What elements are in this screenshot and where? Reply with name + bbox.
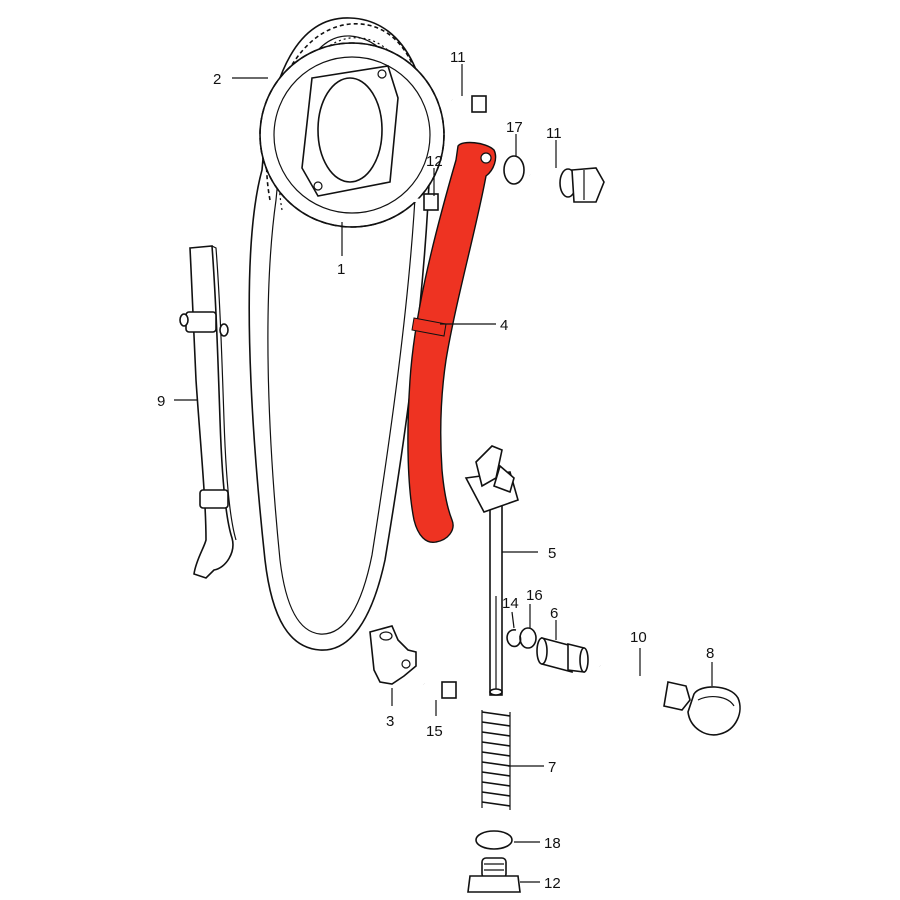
label-part-12b: 12 — [426, 153, 443, 170]
label-part-17: 16 — [526, 587, 543, 604]
pivot-bolt[interactable] — [529, 167, 605, 203]
label-part-15: 17 — [506, 119, 523, 136]
label-part-10: 10 — [630, 629, 647, 646]
leader-lines — [174, 64, 713, 883]
label-part-11: 11 — [546, 125, 562, 142]
o-ring[interactable] — [503, 155, 525, 185]
sealing-plug[interactable] — [467, 857, 521, 893]
label-part-8: 8 — [706, 645, 714, 662]
label-part-12a: 11 — [450, 49, 466, 66]
label-part-7: 7 — [548, 759, 556, 776]
cam-sprocket[interactable] — [259, 42, 445, 228]
chain-guide[interactable] — [179, 245, 237, 579]
part-labels: 2 1 11 12 17 11 4 9 5 14 16 6 10 8 3 15 … — [157, 49, 714, 892]
label-part-2: 2 — [213, 71, 221, 88]
label-part-6: 6 — [550, 605, 558, 622]
cap[interactable] — [687, 686, 741, 736]
adjuster-sleeve[interactable] — [536, 636, 589, 674]
label-part-14: 14 — [502, 595, 519, 612]
label-part-9: 9 — [157, 393, 165, 410]
label-part-1: 1 — [337, 261, 345, 278]
sprocket-bolt-upper[interactable] — [451, 95, 487, 113]
tensioner-slipper[interactable] — [407, 141, 497, 543]
tensioner-push-rod[interactable] — [464, 445, 519, 696]
label-part-13: 12 — [544, 875, 561, 892]
tensioner-spring[interactable] — [481, 710, 511, 810]
label-part-5: 5 — [548, 545, 556, 562]
bracket-bolt[interactable] — [423, 681, 457, 699]
label-part-4: 4 — [500, 317, 508, 334]
tensioner-bracket[interactable] — [369, 625, 417, 685]
adjusting-bolt[interactable] — [599, 663, 691, 711]
label-part-3: 3 — [386, 713, 394, 730]
label-part-18: 18 — [544, 835, 561, 852]
sprocket-bolt-lower[interactable] — [403, 193, 439, 211]
circlip[interactable] — [506, 629, 522, 648]
washer[interactable] — [519, 627, 537, 649]
sealing-washer[interactable] — [475, 830, 513, 850]
label-part-16: 15 — [426, 723, 443, 740]
